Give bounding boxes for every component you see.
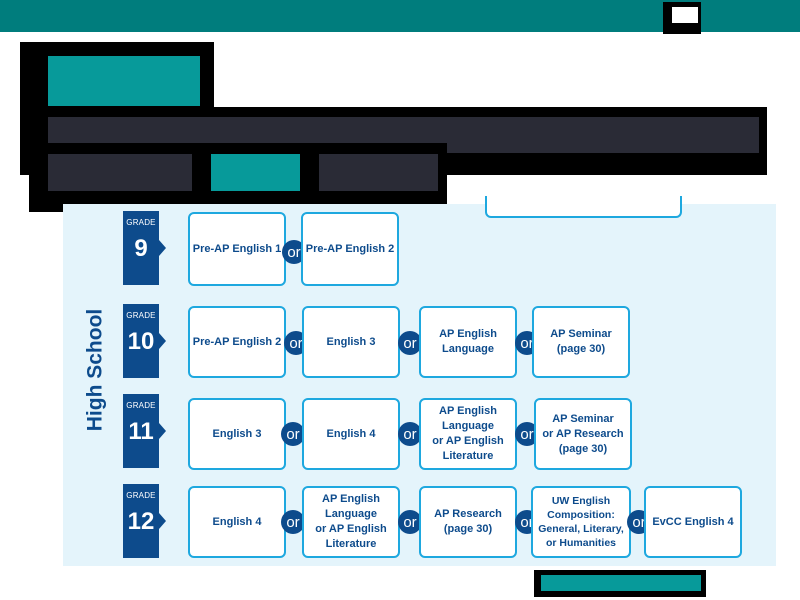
grade-badge-9: GRADE 9 [123,211,166,285]
or-connector: or [281,510,305,534]
footer-block [541,575,701,591]
course-card: Pre-AP English 2 [188,306,286,378]
section-label-text: High School [83,308,106,432]
grade-badge-10: GRADE 10 [123,304,166,378]
grade-label: GRADE [126,311,156,320]
course-card: English 4 [188,486,286,558]
grade-number: 12 [127,508,155,535]
header-tab-2-active[interactable] [211,154,300,191]
course-card: Pre-AP English 2 [301,212,399,286]
course-card: AP English Language or AP English Litera… [419,398,517,470]
or-connector: or [398,422,422,446]
course-card: English 4 [302,398,400,470]
grade-label: GRADE [126,401,156,410]
or-connector: or [398,331,422,355]
grade-label: GRADE [126,218,156,227]
course-card: AP English Language or AP English Litera… [302,486,400,558]
course-card: AP Research (page 30) [419,486,517,558]
course-card: English 3 [188,398,286,470]
grade-badge-12: GRADE 12 [123,484,166,558]
grade-label: GRADE [126,491,156,500]
or-connector: or [398,510,422,534]
top-bar-button-face [672,7,698,23]
partial-course-card [485,196,682,218]
course-card: AP English Language [419,306,517,378]
course-card: EvCC English 4 [644,486,742,558]
header-tab-3[interactable] [319,154,438,191]
course-card: AP Seminar or AP Research (page 30) [534,398,632,470]
course-card: UW English Composition: General, Literar… [531,486,631,558]
grade-badge-11: GRADE 11 [123,394,166,468]
course-card: Pre-AP English 1 [188,212,286,286]
header-tab-1[interactable] [48,154,192,191]
course-card: English 3 [302,306,400,378]
course-card: AP Seminar (page 30) [532,306,630,378]
header-title-block [48,56,200,106]
grade-number: 11 [128,418,154,445]
grade-number: 9 [134,235,148,262]
grade-number: 10 [127,328,155,355]
or-connector: or [281,422,305,446]
